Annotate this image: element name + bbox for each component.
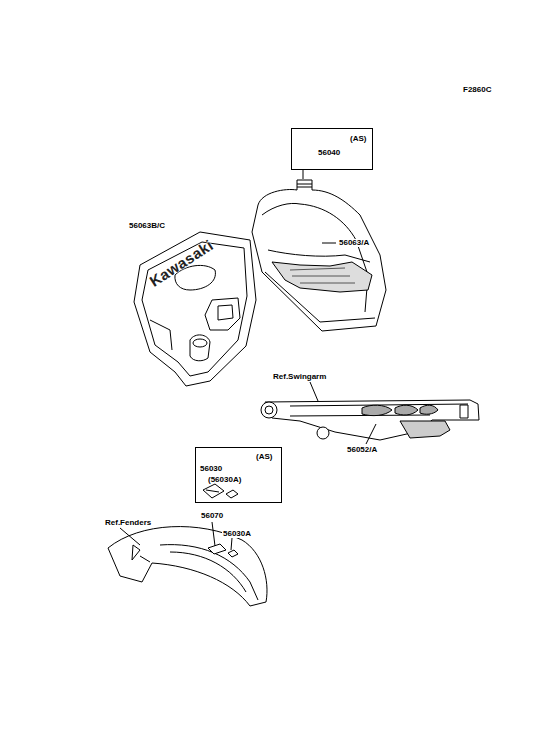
callout-number: 56063/A <box>338 239 370 247</box>
part-number: 56030 <box>200 465 222 473</box>
callout-number: 56030A <box>222 530 252 538</box>
part-number: 56040 <box>318 149 340 157</box>
callout-number: Ref.Swingarm <box>272 373 327 381</box>
part-number: (56030A) <box>208 476 241 484</box>
assembly-mark: (AS) <box>256 453 272 461</box>
callout-number: 56063B/C <box>128 222 166 230</box>
callout-number: Ref.Fenders <box>104 519 152 527</box>
callout-number: F2860C <box>462 86 492 94</box>
assembly-box: (AS) 56040 <box>291 128 373 170</box>
callout-number: 56070 <box>200 512 224 520</box>
callout-number: 56052/A <box>346 446 378 454</box>
assembly-box: (AS) 56030 (56030A) <box>195 447 282 503</box>
assembly-mark: (AS) <box>350 135 366 143</box>
